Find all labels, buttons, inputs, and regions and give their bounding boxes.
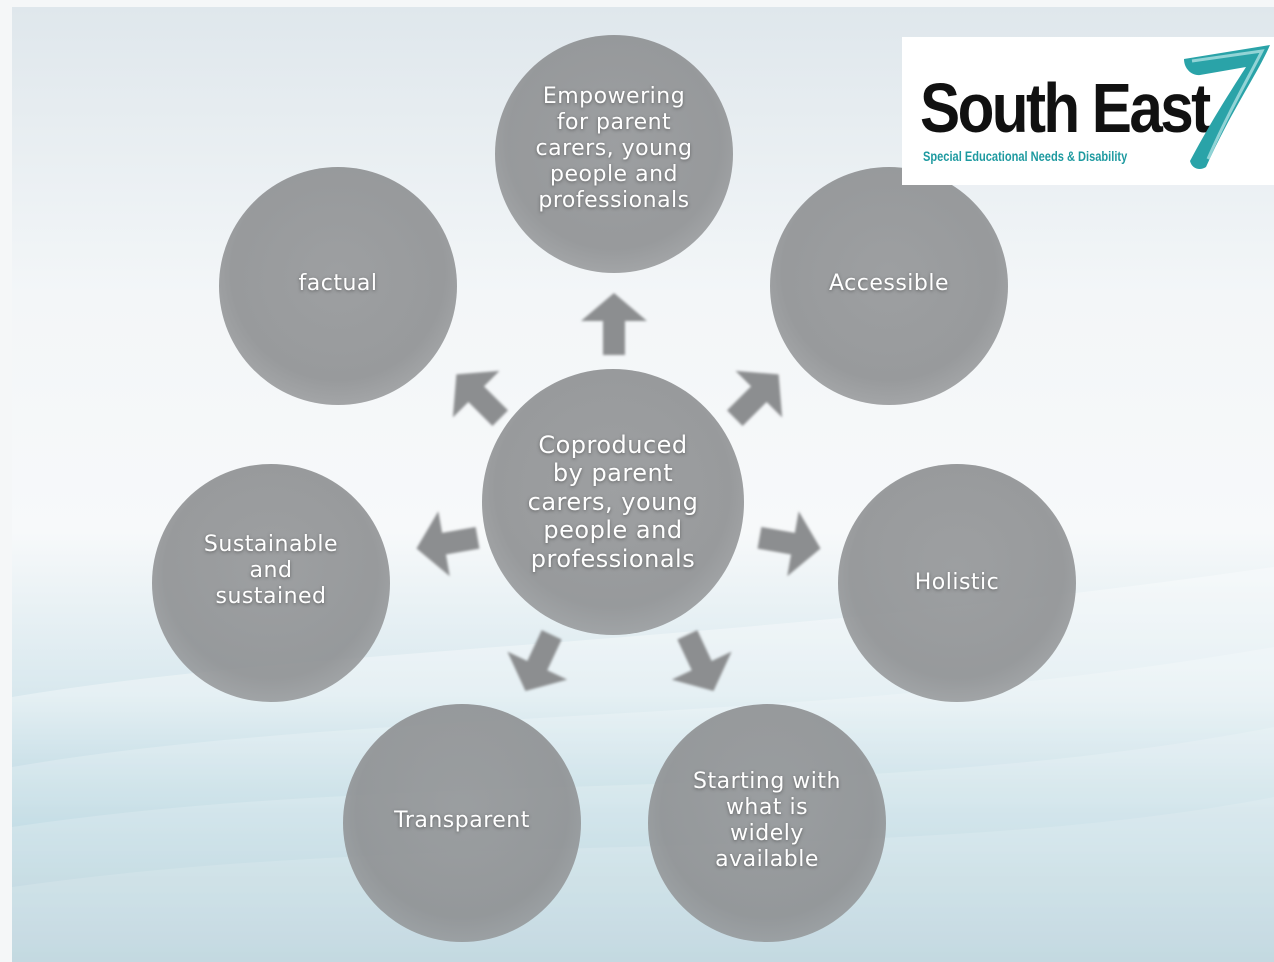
circle-upper-left: factual xyxy=(219,167,457,405)
arrow-upper-left xyxy=(452,370,508,426)
arrow-top xyxy=(581,293,647,355)
slide: Coproduced by parent carers, young peopl… xyxy=(12,7,1274,962)
circle-lower-left-label: Transparent xyxy=(394,807,530,833)
circle-left-label: Sustainable and sustained xyxy=(203,531,339,609)
circle-top-label: Empowering for parent carers, young peop… xyxy=(535,84,693,213)
circle-upper-left-label: factual xyxy=(298,271,378,296)
circle-upper-right: Accessible xyxy=(770,167,1008,405)
logo-title: South East xyxy=(920,69,1211,147)
circle-right-label: Holistic xyxy=(914,570,1000,595)
arrow-upper-right xyxy=(727,370,783,426)
south-east-7-logo: South East Special Educational Needs & D… xyxy=(902,37,1274,185)
circle-top: Empowering for parent carers, young peop… xyxy=(495,35,733,273)
circle-upper-right-label: Accessible xyxy=(828,271,950,296)
arrow-lower-right xyxy=(671,630,732,692)
circle-left: Sustainable and sustained xyxy=(152,464,390,702)
number-seven-icon xyxy=(1184,45,1270,169)
center-label: Coproduced by parent carers, young peopl… xyxy=(527,430,699,573)
circle-right: Holistic xyxy=(838,464,1076,702)
arrows-layer xyxy=(416,293,821,692)
arrow-left xyxy=(416,511,480,577)
arrow-lower-left xyxy=(507,630,568,692)
circle-lower-right: Starting with what is widely available xyxy=(648,704,886,942)
circle-lower-right-label: Starting with what is widely available xyxy=(693,768,841,872)
logo-subtitle: Special Educational Needs & Disability xyxy=(923,149,1128,164)
arrow-right xyxy=(757,511,821,577)
circle-lower-left: Transparent xyxy=(343,704,581,942)
center-circle: Coproduced by parent carers, young peopl… xyxy=(482,369,744,635)
